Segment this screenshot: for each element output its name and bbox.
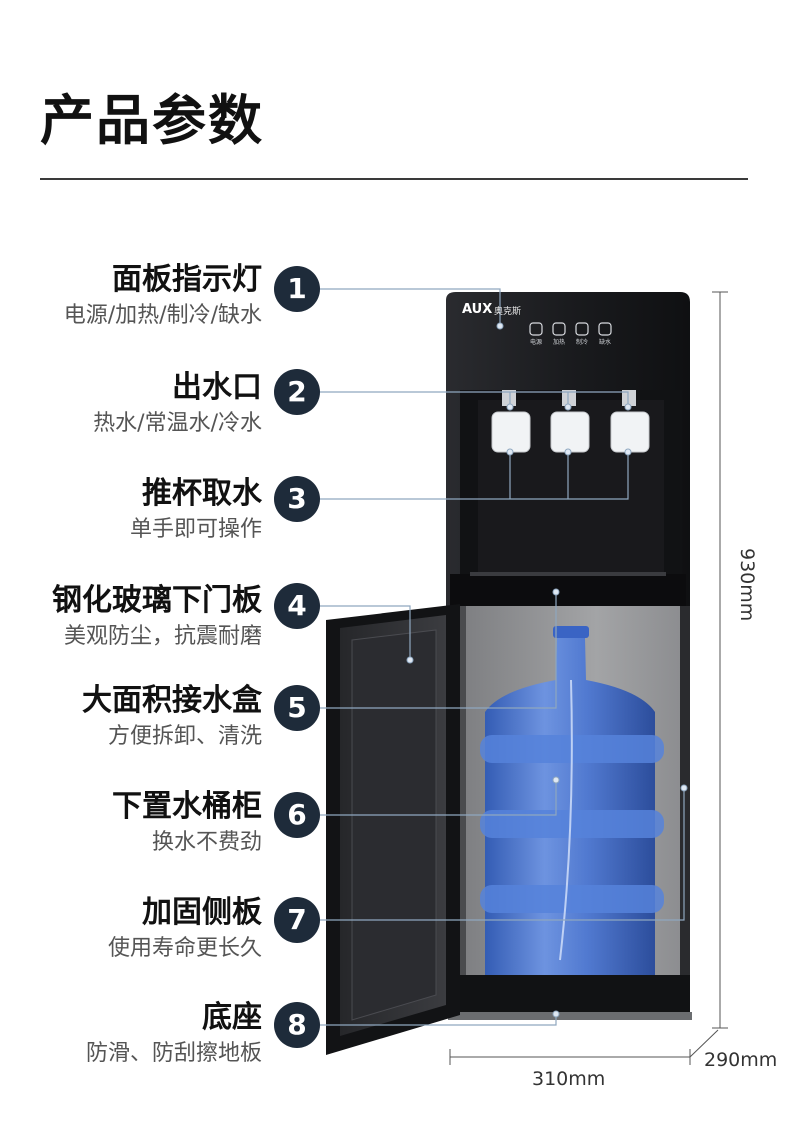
feature-bottle-cabinet: 下置水桶柜 换水不费劲 xyxy=(0,789,262,857)
badge-5: 5 xyxy=(274,685,320,731)
width-dimension: 310mm xyxy=(532,1068,606,1090)
badge-4: 4 xyxy=(274,583,320,629)
feature-glass-door: 钢化玻璃下门板 美观防尘，抗震耐磨 xyxy=(0,583,262,651)
base-tray xyxy=(452,975,690,1015)
feature-title: 加固侧板 xyxy=(142,895,262,930)
feature-desc: 换水不费劲 xyxy=(151,830,262,855)
feature-desc: 单手即可操作 xyxy=(129,517,262,542)
feature-desc: 使用寿命更长久 xyxy=(107,936,262,961)
faucet-cold-icon xyxy=(610,390,650,453)
heating-icon xyxy=(552,322,566,336)
low-water-icon xyxy=(598,322,612,336)
glass-door xyxy=(326,604,460,1055)
height-dimension: 930mm xyxy=(736,548,758,622)
feature-side-panel: 加固侧板 使用寿命更长久 xyxy=(0,895,262,963)
badge-8: 8 xyxy=(274,1002,320,1048)
feature-desc: 美观防尘，抗震耐磨 xyxy=(63,624,262,649)
feature-title: 推杯取水 xyxy=(142,476,262,511)
faucet-hot-icon xyxy=(491,390,531,453)
feature-base: 底座 防滑、防刮擦地板 xyxy=(0,1000,262,1068)
badge-2: 2 xyxy=(274,369,320,415)
depth-dimension: 290mm xyxy=(704,1049,778,1071)
feature-push-cup: 推杯取水 单手即可操作 xyxy=(0,476,262,544)
feature-drip-tray: 大面积接水盒 方便拆卸、清洗 xyxy=(0,683,262,751)
control-panel xyxy=(529,322,612,336)
feature-desc: 热水/常温水/冷水 xyxy=(93,411,262,436)
feature-desc: 方便拆卸、清洗 xyxy=(107,724,262,749)
feature-title: 钢化玻璃下门板 xyxy=(52,583,262,618)
feature-title: 大面积接水盒 xyxy=(82,683,262,718)
dimension-lines xyxy=(449,291,728,1065)
power-icon xyxy=(529,322,543,336)
badge-1: 1 xyxy=(274,266,320,312)
feature-desc: 电源/加热/制冷/缺水 xyxy=(63,303,262,328)
title-divider xyxy=(40,178,748,180)
feature-water-outlets: 出水口 热水/常温水/冷水 xyxy=(0,370,262,438)
panel-label-heat: 加热 xyxy=(552,339,565,346)
cooling-icon xyxy=(575,322,589,336)
feature-title: 面板指示灯 xyxy=(112,262,262,297)
feature-title: 下置水桶柜 xyxy=(112,789,262,824)
drip-tray xyxy=(450,574,686,606)
badge-7: 7 xyxy=(274,897,320,943)
water-bottle xyxy=(480,626,664,985)
panel-label-cool: 制冷 xyxy=(575,339,588,346)
panel-label-low-water: 缺水 xyxy=(598,339,611,346)
badge-6: 6 xyxy=(274,792,320,838)
page-title: 产品参数 xyxy=(40,89,264,152)
brand-logo-cn: 奥克斯 xyxy=(494,307,522,317)
feature-title: 出水口 xyxy=(172,370,262,405)
brand-logo: AUX xyxy=(462,302,493,317)
panel-label-power: 电源 xyxy=(529,339,542,346)
feature-panel-indicators: 面板指示灯 电源/加热/制冷/缺水 xyxy=(0,262,262,330)
leader-lines xyxy=(318,288,685,1026)
feature-desc: 防滑、防刮擦地板 xyxy=(85,1041,262,1066)
feature-title: 底座 xyxy=(202,1000,262,1035)
badge-3: 3 xyxy=(274,476,320,522)
